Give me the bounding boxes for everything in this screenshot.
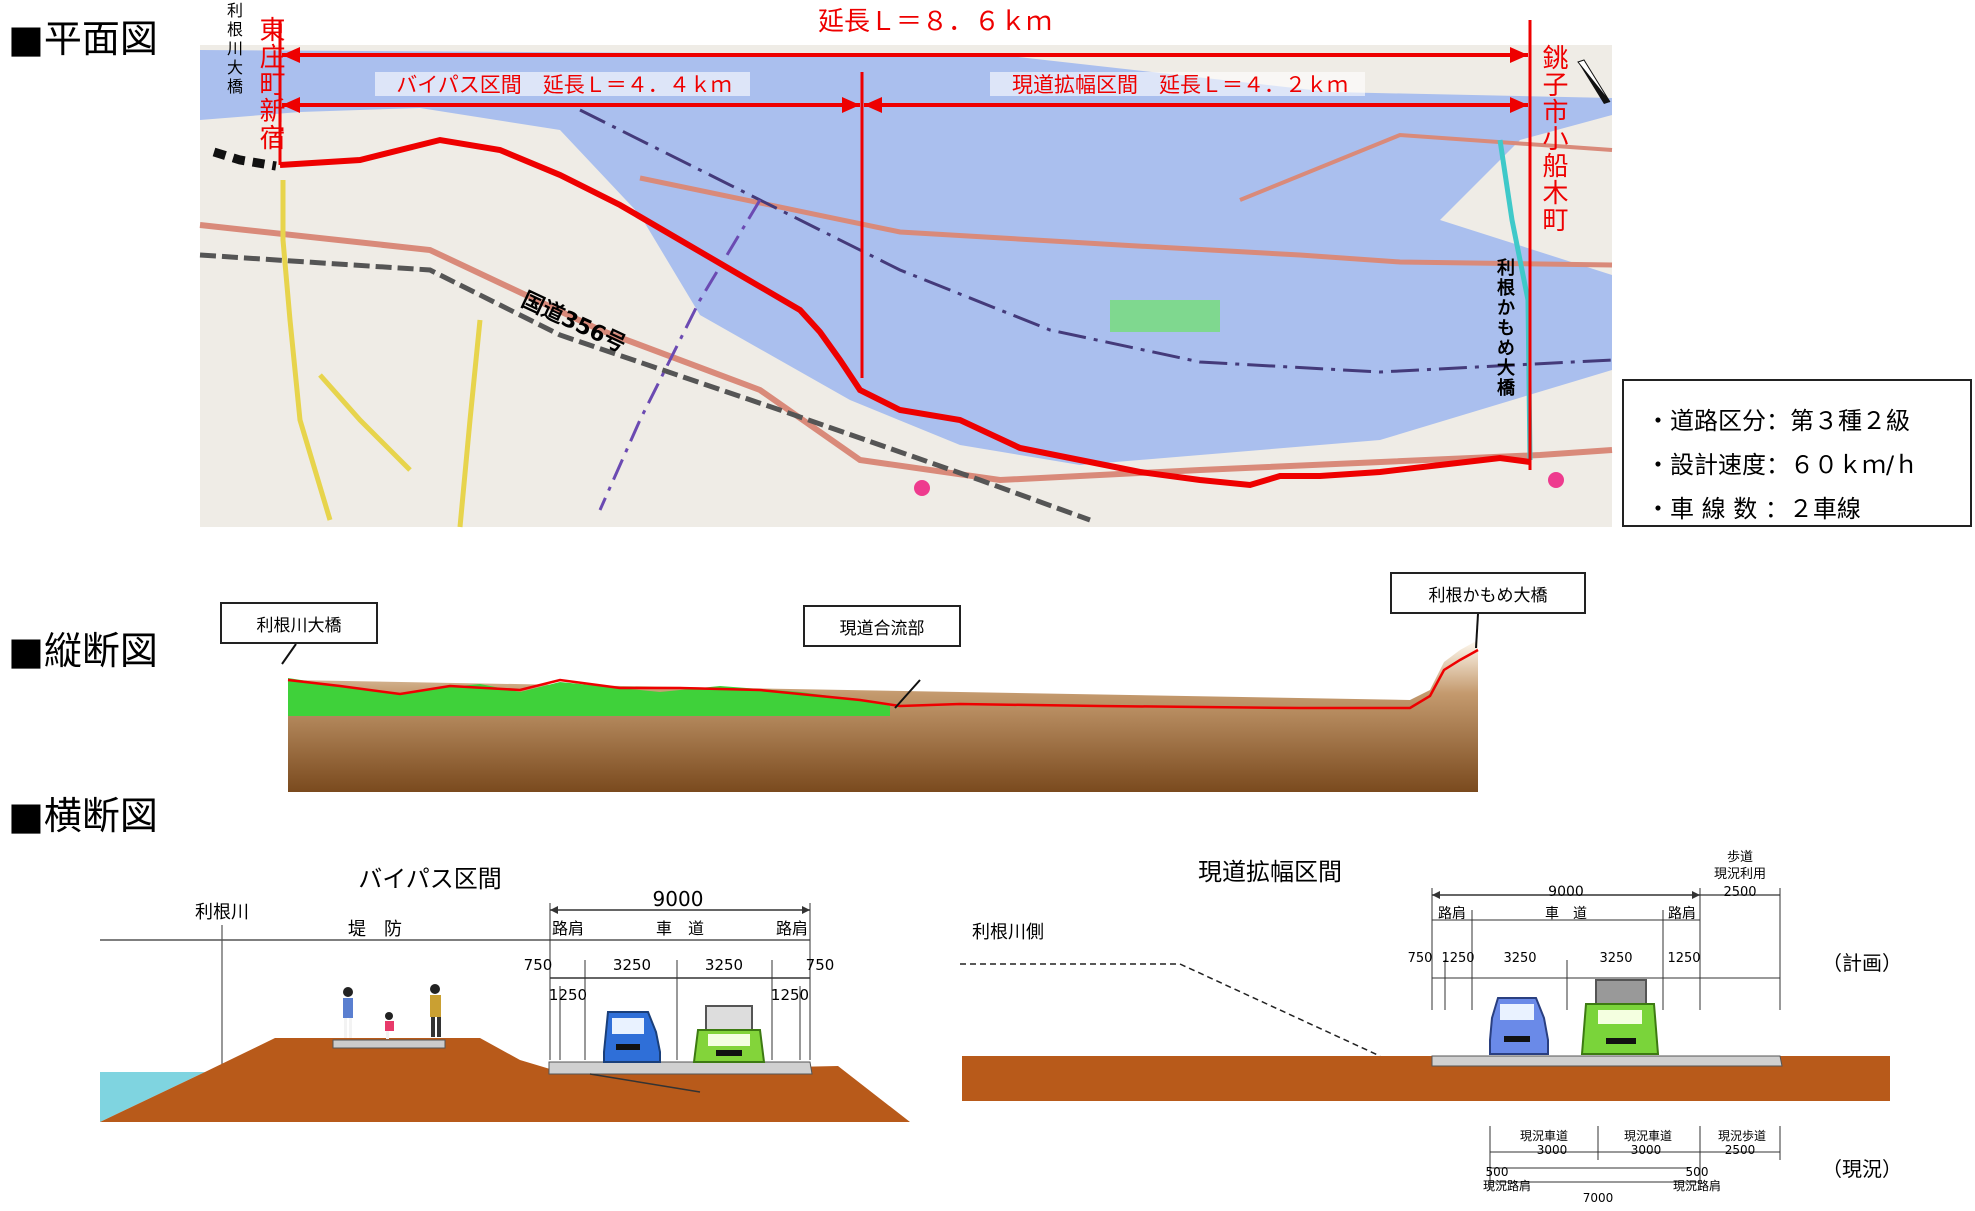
widening-carriageway: 車 道 xyxy=(1545,905,1587,922)
river-side-label: 利根川側 xyxy=(972,922,1044,943)
legend-lanes: ・車 線 数 ：２車線 xyxy=(1646,495,1861,523)
current-shoulder-right: 現況路肩 xyxy=(1673,1178,1721,1193)
bypass-dim-750-left: 750 xyxy=(524,956,553,974)
widening-cross-section xyxy=(960,888,1890,1190)
current-road-left: 現況車道 xyxy=(1520,1128,1568,1143)
current-sidewalk: 現況歩道 xyxy=(1718,1128,1766,1143)
current-sidewalk-width: 2500 xyxy=(1725,1143,1756,1157)
bypass-embankment xyxy=(100,1038,910,1122)
callout-leader-1 xyxy=(281,643,297,665)
widening-section-title: 現道拡幅区間 xyxy=(1198,858,1342,886)
legend-road-class: ・道路区分：第３種２級 xyxy=(1646,407,1910,435)
legend-design-speed: ・設計速度：６０ｋｍ/ｈ xyxy=(1646,451,1919,479)
pedestrian-icon xyxy=(343,984,441,1039)
truck-icon-2 xyxy=(1580,979,1660,1055)
profile-diagram xyxy=(281,613,1479,792)
total-length-label: 延長Ｌ＝８．６ｋｍ xyxy=(818,7,1052,37)
sidewalk-existing-use: 現況利用 xyxy=(1714,867,1766,882)
road-north2 xyxy=(1239,132,1613,202)
levee-path xyxy=(332,1039,446,1049)
current-road-left-width: 3000 xyxy=(1537,1143,1568,1157)
kamome-bridge-map-label: 利根かもめ大橋 xyxy=(1494,258,1515,398)
callout-leader-2 xyxy=(894,679,921,709)
callout-junction: 現道合流部 xyxy=(803,605,961,647)
sidewalk-width: 2500 xyxy=(1723,885,1756,900)
bypass-cross-section xyxy=(100,903,910,1122)
callout-kamome-bridge: 利根かもめ大橋 xyxy=(1390,572,1586,614)
current-total-width: 7000 xyxy=(1583,1191,1614,1205)
widening-length-label: 現道拡幅区間 延長Ｌ＝４．２ｋｍ xyxy=(1012,73,1348,97)
design-spec-legend: ・道路区分：第３種２級 ・設計速度：６０ｋｍ/ｈ ・車 線 数 ：２車線 xyxy=(1622,379,1972,527)
bypass-carriageway: 車 道 xyxy=(656,919,704,938)
proposed-route xyxy=(279,136,1531,489)
bypass-section-title: バイパス区間 xyxy=(358,865,502,893)
river-tone xyxy=(200,50,1612,465)
widening-total-width: 9000 xyxy=(1548,884,1584,900)
bypass-length-label: バイパス区間 延長Ｌ＝４．４ｋｍ xyxy=(396,73,732,97)
road-yellow-1 xyxy=(280,180,333,521)
plan-map xyxy=(199,20,1613,528)
current-road-right-width: 3000 xyxy=(1631,1143,1662,1157)
widening-dim-1250-right: 1250 xyxy=(1667,951,1700,966)
car-icon-2 xyxy=(1489,997,1549,1055)
road-yellow-2 xyxy=(457,319,483,528)
railway xyxy=(199,252,1091,523)
callout-leader-3 xyxy=(1475,613,1479,649)
city-boundary xyxy=(598,199,762,511)
bypass-dim-3250-left: 3250 xyxy=(613,956,651,974)
levee-label: 堤 防 xyxy=(348,919,402,940)
widening-dim-750: 750 xyxy=(1408,951,1433,966)
marker-1 xyxy=(914,480,930,496)
bypass-dim-750-right: 750 xyxy=(806,956,835,974)
plan-section-title: ■平面図 xyxy=(8,17,158,61)
bypass-total-width: 9000 xyxy=(653,887,704,911)
existing-route-dashed xyxy=(212,147,277,171)
widening-shoulder-right: 路肩 xyxy=(1668,906,1696,922)
car-icon xyxy=(603,1011,661,1063)
profile-section-title: ■縦断図 xyxy=(8,629,158,673)
widening-pavement xyxy=(1431,1055,1783,1067)
tone-bridge-map-label: 利根川大橋 xyxy=(224,2,243,97)
truck-icon xyxy=(692,1005,766,1063)
bypass-shoulder-right: 路肩 xyxy=(776,919,808,938)
river-label: 利根川 xyxy=(195,902,249,923)
widening-dim-3250-right: 3250 xyxy=(1599,951,1632,966)
west-end-label: 東庄町新宿 xyxy=(255,16,285,151)
east-end-label: 銚子市小船木町 xyxy=(1538,44,1568,233)
road-yellow-3 xyxy=(318,373,412,472)
bypass-pavement xyxy=(548,1061,813,1075)
sidewalk-label: 歩道 xyxy=(1727,850,1753,865)
road-existing xyxy=(199,222,1613,484)
profile-green xyxy=(288,678,890,716)
cross-section-title: ■横断図 xyxy=(8,794,158,838)
widening-dim-1250-left: 1250 xyxy=(1441,951,1474,966)
bypass-dim-1250-right: 1250 xyxy=(771,986,809,1004)
widening-shoulder-left: 路肩 xyxy=(1438,906,1466,922)
bypass-shoulder-left: 路肩 xyxy=(552,919,584,938)
callout-tone-bridge: 利根川大橋 xyxy=(220,602,378,644)
marker-2 xyxy=(1548,472,1564,488)
current-road-right: 現況車道 xyxy=(1624,1128,1672,1143)
current-state-label: （現況） xyxy=(1822,1157,1902,1181)
bypass-dim-1250-left: 1250 xyxy=(549,986,587,1004)
north-arrow-icon xyxy=(1577,59,1611,104)
profile-line xyxy=(287,648,1479,710)
current-shoulder-right-width: 500 xyxy=(1686,1165,1709,1179)
green-area xyxy=(1110,300,1220,332)
widening-dim-3250-left: 3250 xyxy=(1503,951,1536,966)
road-north xyxy=(639,175,1613,268)
current-shoulder-left: 現況路肩 xyxy=(1483,1178,1531,1193)
current-shoulder-left-width: 500 xyxy=(1486,1165,1509,1179)
plan-state-label: （計画） xyxy=(1822,951,1902,975)
bypass-dim-3250-right: 3250 xyxy=(705,956,743,974)
